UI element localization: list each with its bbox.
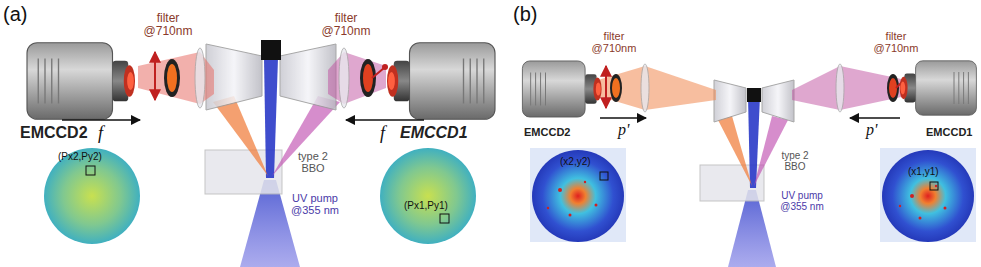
camera-name: EMCCD1 [400, 124, 468, 142]
pump-label: UV pump @355 nm [772, 190, 832, 212]
pixel-coordinate: (x2,y2) [560, 156, 591, 167]
panel-letter: (a) [3, 3, 27, 25]
distance-label: f [380, 124, 385, 144]
filter-label: filter @710nm [866, 30, 926, 54]
camera-name: EMCCD2 [524, 126, 570, 138]
pump-label: UV pump @355 nm [284, 192, 346, 216]
distance-label: f [98, 124, 103, 144]
distance-label: p' [618, 121, 629, 139]
filter-label: filter @710nm [584, 30, 644, 54]
camera-name: EMCCD2 [20, 124, 88, 142]
filter-label: filter @710nm [316, 12, 376, 38]
pixel-coordinate: (x1,y1) [908, 166, 939, 177]
camera-name: EMCCD1 [926, 126, 972, 138]
crystal-label: type 2 BBO [772, 150, 818, 172]
pixel-coordinate: (Px1,Py1) [404, 200, 448, 211]
filter-label: filter @710nm [138, 12, 198, 38]
crystal-label: type 2 BBO [288, 150, 338, 174]
pixel-coordinate: (Px2,Py2) [58, 151, 102, 162]
panel-letter: (b) [513, 3, 537, 25]
distance-label: p' [866, 121, 877, 139]
